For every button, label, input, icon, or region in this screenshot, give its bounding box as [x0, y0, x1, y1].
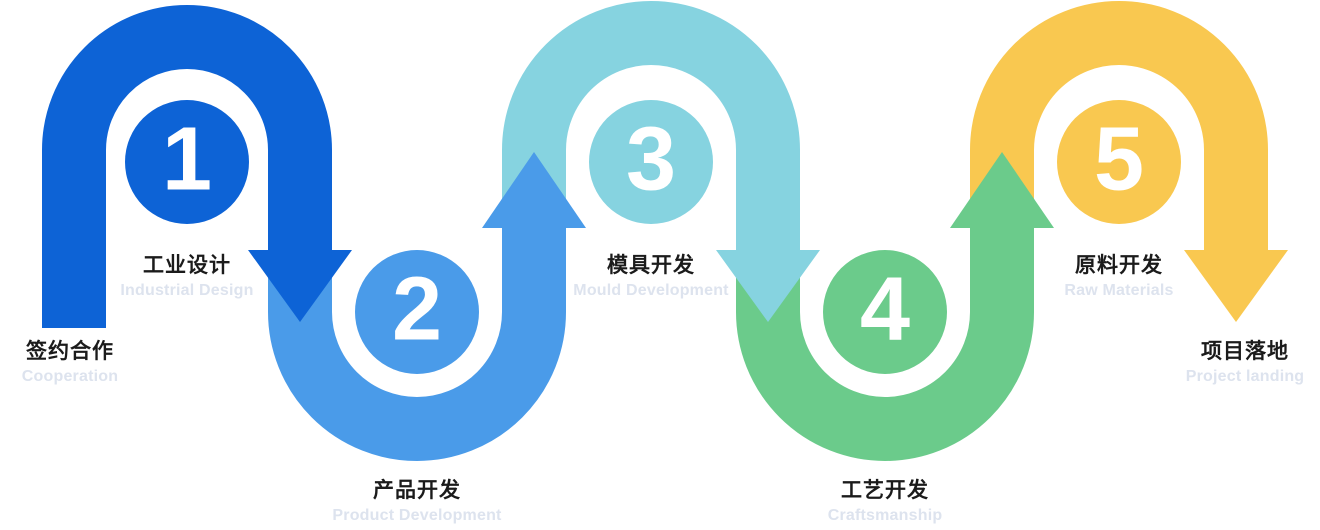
step-5-track-group — [970, 1, 1288, 322]
step-3-label-en: Mould Development — [573, 282, 729, 300]
step-3-number: 3 — [625, 109, 677, 210]
start-label-zh: 签约合作 — [25, 340, 114, 363]
step-2-path — [268, 226, 566, 461]
step-5-label: 原料开发 Raw Materials — [1064, 254, 1173, 301]
end-label-en: Project landing — [1185, 368, 1305, 386]
step-2-label-en: Product Development — [332, 507, 502, 525]
end-label-zh: 项目落地 — [1200, 340, 1289, 363]
step-5-path — [970, 1, 1268, 264]
step-1-circle — [125, 100, 249, 224]
step-1-number: 1 — [161, 109, 213, 210]
step-5-arrow-down-icon — [1184, 250, 1288, 322]
step-5-circle — [1057, 100, 1181, 224]
step-3-label: 模具开发 Mould Development — [573, 254, 728, 301]
step-1-label-en: Industrial Design — [120, 282, 254, 300]
step-2-label: 产品开发 Product Development — [332, 479, 501, 526]
step-1-track-group — [41, 5, 352, 328]
step-5-label-zh: 原料开发 — [1075, 254, 1163, 277]
step-2-circle — [355, 250, 479, 374]
step-3-track-group — [502, 1, 820, 322]
step-2-number: 2 — [391, 259, 443, 360]
step-1-path — [41, 5, 332, 328]
step-4-circle — [823, 250, 947, 374]
end-label: 项目落地 Project landing — [1186, 340, 1305, 387]
step-4-track-group — [736, 152, 1054, 461]
step-3-path — [502, 1, 800, 264]
step-4-label-en: Craftsmanship — [827, 507, 943, 525]
step-1-label-zh: 工业设计 — [142, 254, 231, 277]
start-label: 签约合作 Cooperation — [22, 340, 118, 387]
step-2-arrow-up-icon — [482, 152, 586, 228]
step-3-circle — [589, 100, 713, 224]
step-4-label: 工艺开发 Craftsmanship — [828, 479, 943, 526]
step-4-path — [736, 226, 1034, 461]
step-2-track-group — [268, 152, 586, 461]
step-4-label-zh: 工艺开发 — [841, 479, 929, 502]
step-1-arrow-down-icon — [248, 250, 352, 322]
step-3-arrow-down-icon — [716, 250, 820, 322]
step-5-number: 5 — [1093, 109, 1145, 210]
step-2-label-zh: 产品开发 — [372, 479, 461, 502]
step-4-number: 4 — [859, 259, 911, 360]
step-1-label: 工业设计 Industrial Design — [120, 254, 253, 301]
step-3-label-zh: 模具开发 — [606, 254, 695, 277]
step-4-arrow-up-icon — [950, 152, 1054, 228]
start-label-en: Cooperation — [21, 368, 119, 386]
step-5-label-en: Raw Materials — [1064, 282, 1174, 300]
